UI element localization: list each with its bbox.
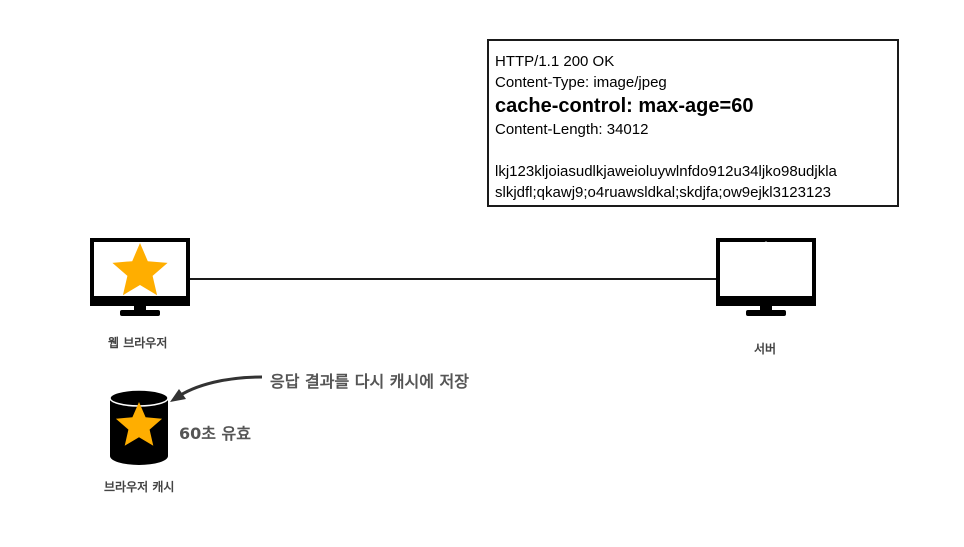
browser-monitor-icon (90, 238, 190, 316)
browser-label: 웹 브라우저 (108, 336, 168, 350)
content-type-header: Content-Type: image/jpeg (495, 74, 667, 91)
content-length-header: Content-Length: 34012 (495, 121, 649, 138)
star-icon (112, 243, 168, 296)
cache-control-header: cache-control: max-age=60 (495, 95, 754, 117)
validity-note: 60초 유효 (179, 424, 251, 443)
response-body-line-2: slkjdfl;qkawj9;o4ruawsldkal;skdjfa;ow9ej… (495, 184, 832, 201)
response-body-line-1: lkj123kljoiasudlkjaweioluywlnfdo912u34lj… (495, 163, 837, 180)
status-line: HTTP/1.1 200 OK (495, 53, 615, 70)
cache-label: 브라우저 캐시 (104, 480, 175, 494)
store-in-cache-note: 응답 결과를 다시 캐시에 저장 (270, 372, 469, 391)
server-label: 서버 (754, 342, 777, 356)
cache-database-icon (109, 389, 169, 465)
server-monitor-icon (716, 238, 816, 316)
http-response-box: HTTP/1.1 200 OK Content-Type: image/jpeg… (487, 39, 899, 207)
star-icon (115, 402, 163, 446)
